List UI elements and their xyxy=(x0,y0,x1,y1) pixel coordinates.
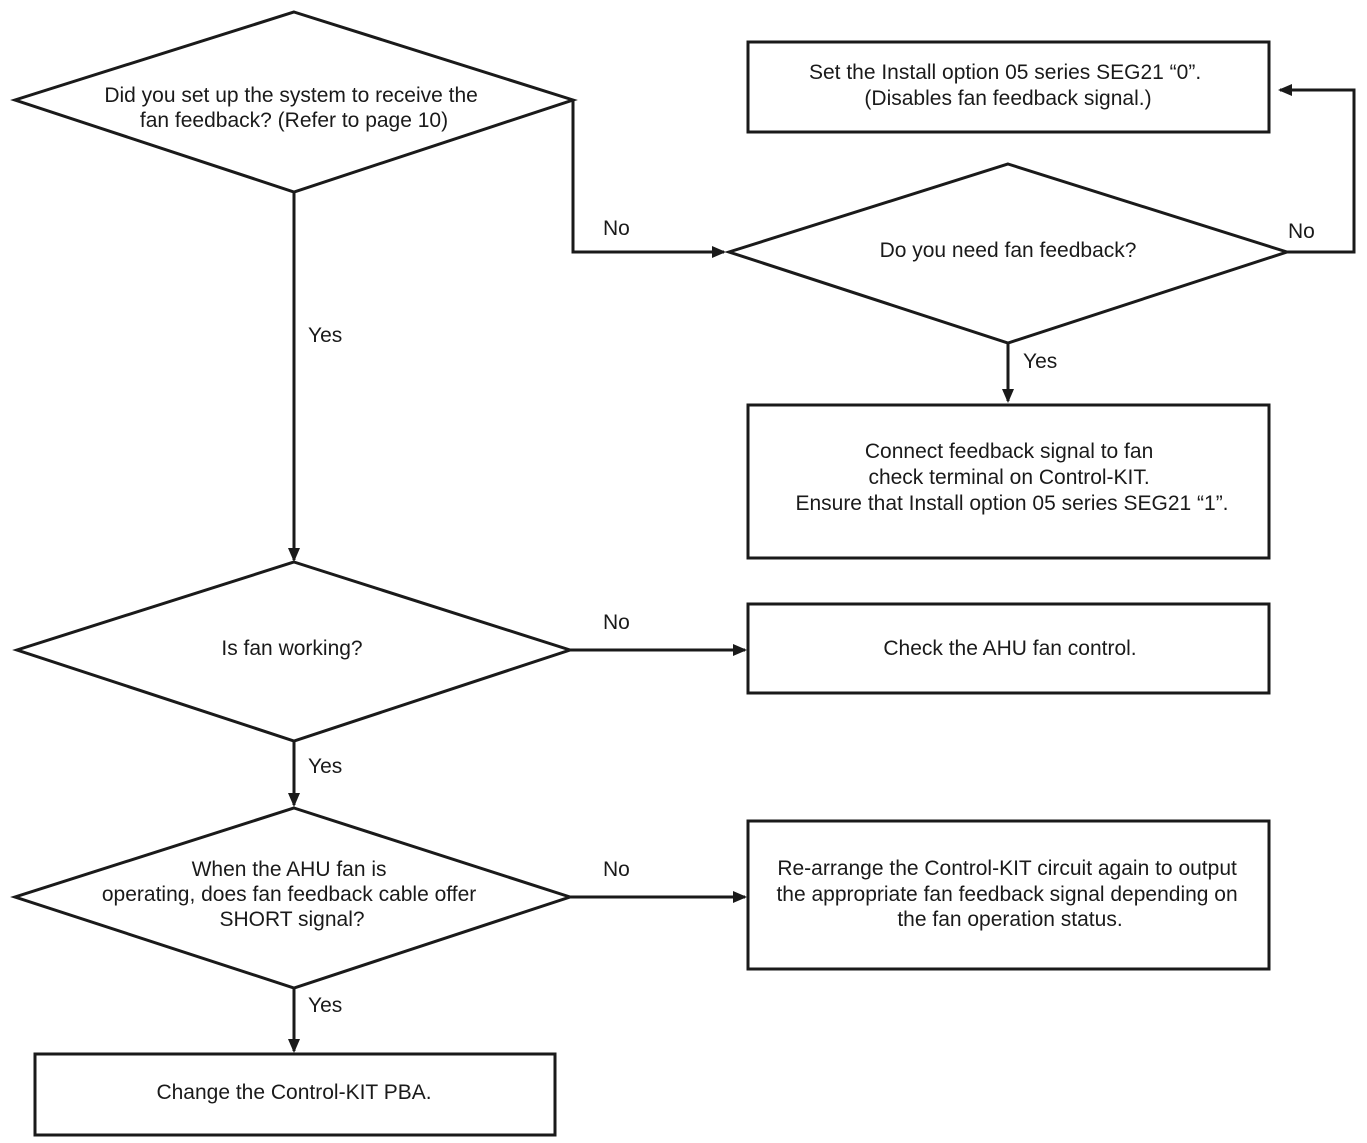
node-box-disable: Set the Install option 05 series SEG21 “… xyxy=(746,40,1271,134)
edge-need-no-line xyxy=(1278,84,1356,254)
node-box-disable-text: Set the Install option 05 series SEG21 “… xyxy=(809,61,1207,110)
edge-label-setup-yes: Yes xyxy=(308,324,342,347)
node-box-ahu-text: Check the AHU fan control. xyxy=(883,637,1136,660)
node-q-setup-text: Did you set up the system to receive the… xyxy=(104,84,483,132)
connectors xyxy=(288,84,1356,1053)
decision-diamond xyxy=(12,560,575,743)
edge-label-need-yes: Yes xyxy=(1023,350,1057,373)
node-box-pba-text: Change the Control-KIT PBA. xyxy=(156,1081,431,1104)
process-box xyxy=(33,1052,557,1137)
node-box-pba: Change the Control-KIT PBA. xyxy=(33,1052,557,1137)
edge-label-working-no: No xyxy=(603,611,630,634)
node-box-connect: Connect feedback signal to fan check ter… xyxy=(746,403,1271,560)
process-box xyxy=(746,40,1271,134)
node-box-rearrange: Re-arrange the Control-KIT circuit again… xyxy=(746,819,1271,971)
decision-diamond xyxy=(10,806,575,990)
process-box xyxy=(746,602,1271,695)
edge-label-short-no: No xyxy=(603,858,630,881)
node-q-working: Is fan working? xyxy=(12,560,575,743)
node-box-rearrange-text: Re-arrange the Control-KIT circuit again… xyxy=(776,857,1243,931)
process-box xyxy=(746,403,1271,560)
edge-label-setup-no: No xyxy=(603,217,630,240)
edge-setup-no-line xyxy=(571,100,726,258)
node-q-working-text: Is fan working? xyxy=(221,637,362,660)
edge-labels: No Yes No Yes No Yes No Yes xyxy=(308,217,1315,1017)
decision-diamond xyxy=(10,10,578,194)
node-box-connect-text: Connect feedback signal to fan check ter… xyxy=(795,440,1228,515)
node-q-need: Do you need fan feedback? xyxy=(724,162,1292,345)
node-q-short: When the AHU fan is operating, does fan … xyxy=(10,806,575,990)
edge-label-need-no: No xyxy=(1288,220,1315,243)
decision-diamond xyxy=(724,162,1292,345)
node-q-need-text: Do you need fan feedback? xyxy=(880,239,1137,262)
node-q-short-text: When the AHU fan is operating, does fan … xyxy=(102,858,482,931)
process-box xyxy=(746,819,1271,971)
edge-label-working-yes: Yes xyxy=(308,755,342,778)
node-box-ahu: Check the AHU fan control. xyxy=(746,602,1271,695)
node-q-setup: Did you set up the system to receive the… xyxy=(10,10,578,194)
edge-label-short-yes: Yes xyxy=(308,994,342,1017)
